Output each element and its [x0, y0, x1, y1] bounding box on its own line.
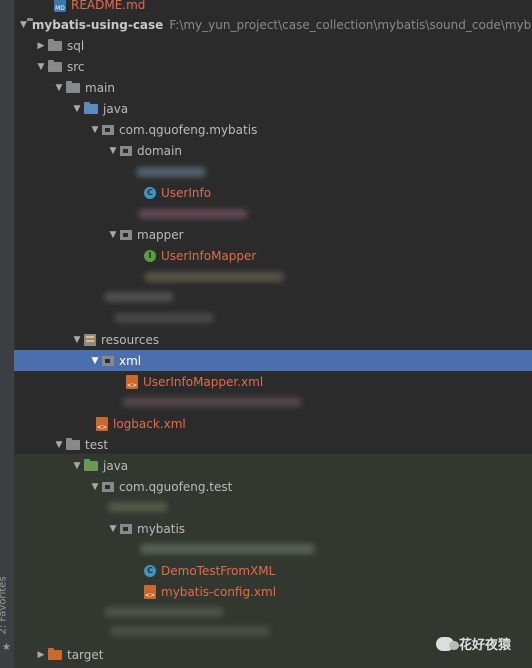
blurred-tree-item [108, 502, 168, 512]
folder-icon [48, 59, 62, 72]
chevron-right-icon[interactable]: ▶ [37, 40, 45, 51]
blurred-tree-item [104, 607, 224, 617]
chevron-down-icon[interactable]: ▼ [20, 19, 27, 30]
blurred-tree-item [136, 167, 206, 177]
xml-file-icon: <> [96, 416, 108, 431]
chevron-down-icon[interactable]: ▼ [91, 355, 99, 366]
tree-item-package-main[interactable]: ▼ com.qguofeng.mybatis [14, 119, 532, 140]
tree-item-mapper[interactable]: ▼ mapper [14, 224, 532, 245]
tree-item-mybatis[interactable]: ▼ mybatis [14, 518, 532, 539]
folder-icon [48, 38, 62, 51]
chevron-down-icon[interactable]: ▼ [37, 61, 45, 72]
blurred-tree-item [122, 397, 302, 407]
chevron-down-icon[interactable]: ▼ [109, 229, 117, 240]
tool-window-strip: 2: Favorites ★ [0, 0, 15, 668]
test-folder-icon [84, 458, 98, 471]
xml-file-icon: <> [144, 584, 156, 599]
tree-item-main[interactable]: ▼ main [14, 77, 532, 98]
chevron-down-icon[interactable]: ▼ [73, 103, 81, 114]
blurred-tree-item [138, 209, 248, 219]
chevron-down-icon[interactable]: ▼ [55, 439, 63, 450]
blurred-tree-item [114, 313, 214, 323]
blurred-tree-item [110, 626, 270, 636]
chevron-down-icon[interactable]: ▼ [73, 334, 81, 345]
excluded-folder-icon [48, 647, 62, 660]
tree-item-xml[interactable]: ▼ xml [14, 350, 532, 371]
star-icon[interactable]: ★ [2, 642, 11, 653]
xml-file-icon: <> [126, 374, 138, 389]
tree-item-sql[interactable]: ▶ sql [14, 35, 532, 56]
package-icon [120, 229, 132, 240]
blurred-tree-item [144, 272, 284, 282]
package-icon [102, 481, 114, 492]
class-icon: C [144, 564, 156, 577]
tree-item-userinfomapper-xml[interactable]: <> UserInfoMapper.xml [126, 374, 264, 389]
package-icon [120, 145, 132, 156]
chevron-down-icon[interactable]: ▼ [109, 523, 117, 534]
chevron-down-icon[interactable]: ▼ [109, 145, 117, 156]
chevron-down-icon[interactable]: ▼ [55, 82, 63, 93]
project-path: F:\my_yun_project\case_collection\mybati… [169, 17, 532, 32]
tree-item-mybatis-config[interactable]: <> mybatis-config.xml [144, 584, 277, 599]
tree-item-test[interactable]: ▼ test [14, 434, 532, 455]
tree-item-resources[interactable]: ▼ resources [14, 329, 532, 350]
tree-item-package-test[interactable]: ▼ com.qguofeng.test [14, 476, 532, 497]
markdown-file-icon: MD [54, 0, 66, 12]
folder-icon [66, 437, 80, 450]
tree-item-domain[interactable]: ▼ domain [14, 140, 532, 161]
blurred-tree-item [104, 292, 174, 302]
chevron-down-icon[interactable]: ▼ [91, 481, 99, 492]
resources-folder-icon [84, 333, 96, 346]
tree-item-logback[interactable]: <> logback.xml [96, 416, 186, 431]
package-icon [102, 355, 114, 366]
tree-item-java-main[interactable]: ▼ java [14, 98, 532, 119]
tree-item-src[interactable]: ▼ src [14, 56, 532, 77]
folder-icon [66, 80, 80, 93]
favorites-tab[interactable]: 2: Favorites [0, 576, 9, 635]
watermark-text: 花好夜猿 [459, 638, 512, 653]
tree-item-readme[interactable]: MD README.md [14, 0, 532, 15]
tree-item-java-test[interactable]: ▼ java [14, 455, 532, 476]
tree-item-userinfo[interactable]: C UserInfo [14, 182, 532, 203]
class-icon: C [144, 186, 156, 199]
package-icon [102, 124, 114, 135]
interface-icon: I [144, 249, 156, 262]
source-folder-icon [84, 101, 98, 114]
blurred-tree-item [140, 544, 315, 554]
chevron-down-icon[interactable]: ▼ [73, 460, 81, 471]
tree-item-project-root[interactable]: ▼ mybatis-using-case F:\my_yun_project\c… [14, 14, 532, 35]
tree-item-demotestfromxml[interactable]: C DemoTestFromXML [14, 560, 532, 581]
test-source-highlight [14, 454, 532, 668]
chevron-right-icon[interactable]: ▶ [37, 649, 45, 660]
chat-bubble-icon [436, 636, 459, 651]
tree-item-userinfomapper[interactable]: I UserInfoMapper [14, 245, 532, 266]
package-icon [120, 523, 132, 534]
tree-item-target[interactable]: ▶ target [14, 644, 532, 665]
watermark: 花好夜猿 [436, 634, 511, 653]
chevron-down-icon[interactable]: ▼ [91, 124, 99, 135]
